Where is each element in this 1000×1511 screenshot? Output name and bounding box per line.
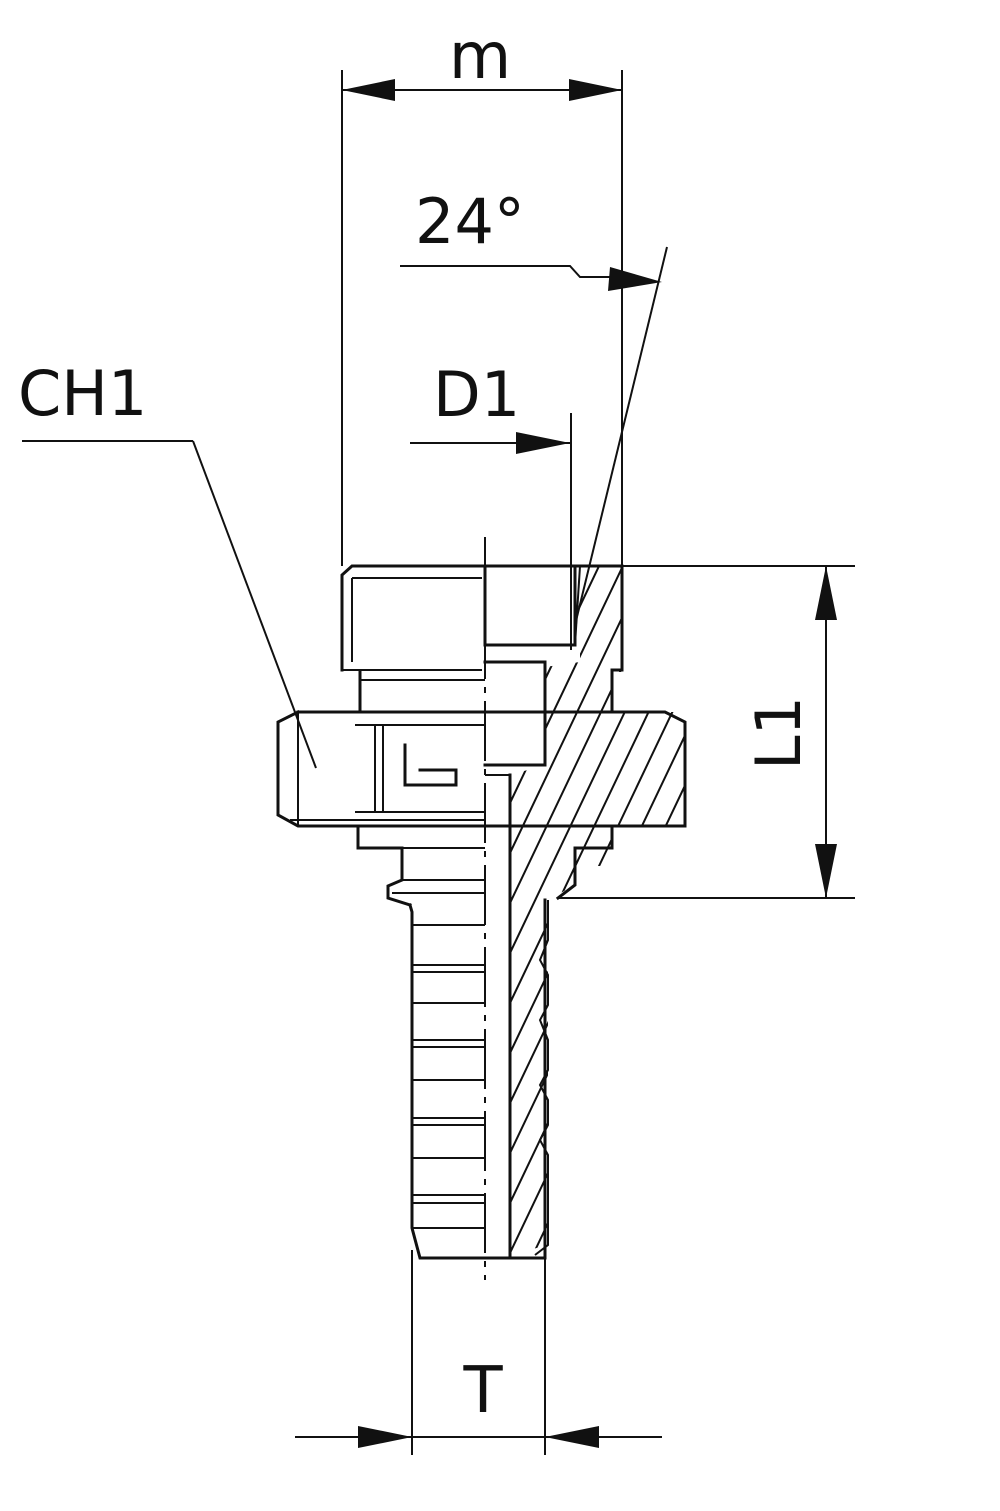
arrowhead xyxy=(358,1426,412,1448)
dimension-d1: D1 xyxy=(410,358,572,650)
dimension-ch1: CH1 xyxy=(18,357,317,769)
dimension-label-ch1: CH1 xyxy=(18,357,147,430)
dimension-label-d1: D1 xyxy=(433,358,520,431)
dimension-cone-angle: 24° xyxy=(400,185,668,626)
arrowhead xyxy=(608,267,662,291)
dimension-m: m xyxy=(341,20,623,566)
arrowhead xyxy=(815,566,837,620)
dimension-label-m: m xyxy=(449,20,511,94)
arrowhead xyxy=(569,79,622,101)
barb-ridges xyxy=(412,924,485,1229)
arrowhead xyxy=(516,432,570,454)
dimension-t: T xyxy=(295,1250,662,1455)
dimension-l1: L1 xyxy=(558,565,855,899)
dimension-label-t: T xyxy=(462,1354,503,1428)
arrowhead xyxy=(545,1426,599,1448)
arrowhead xyxy=(815,844,837,898)
dimension-label-angle: 24° xyxy=(415,185,525,258)
arrowhead xyxy=(342,79,395,101)
dimension-label-l1: L1 xyxy=(742,696,815,770)
fitting-body xyxy=(276,564,687,1260)
